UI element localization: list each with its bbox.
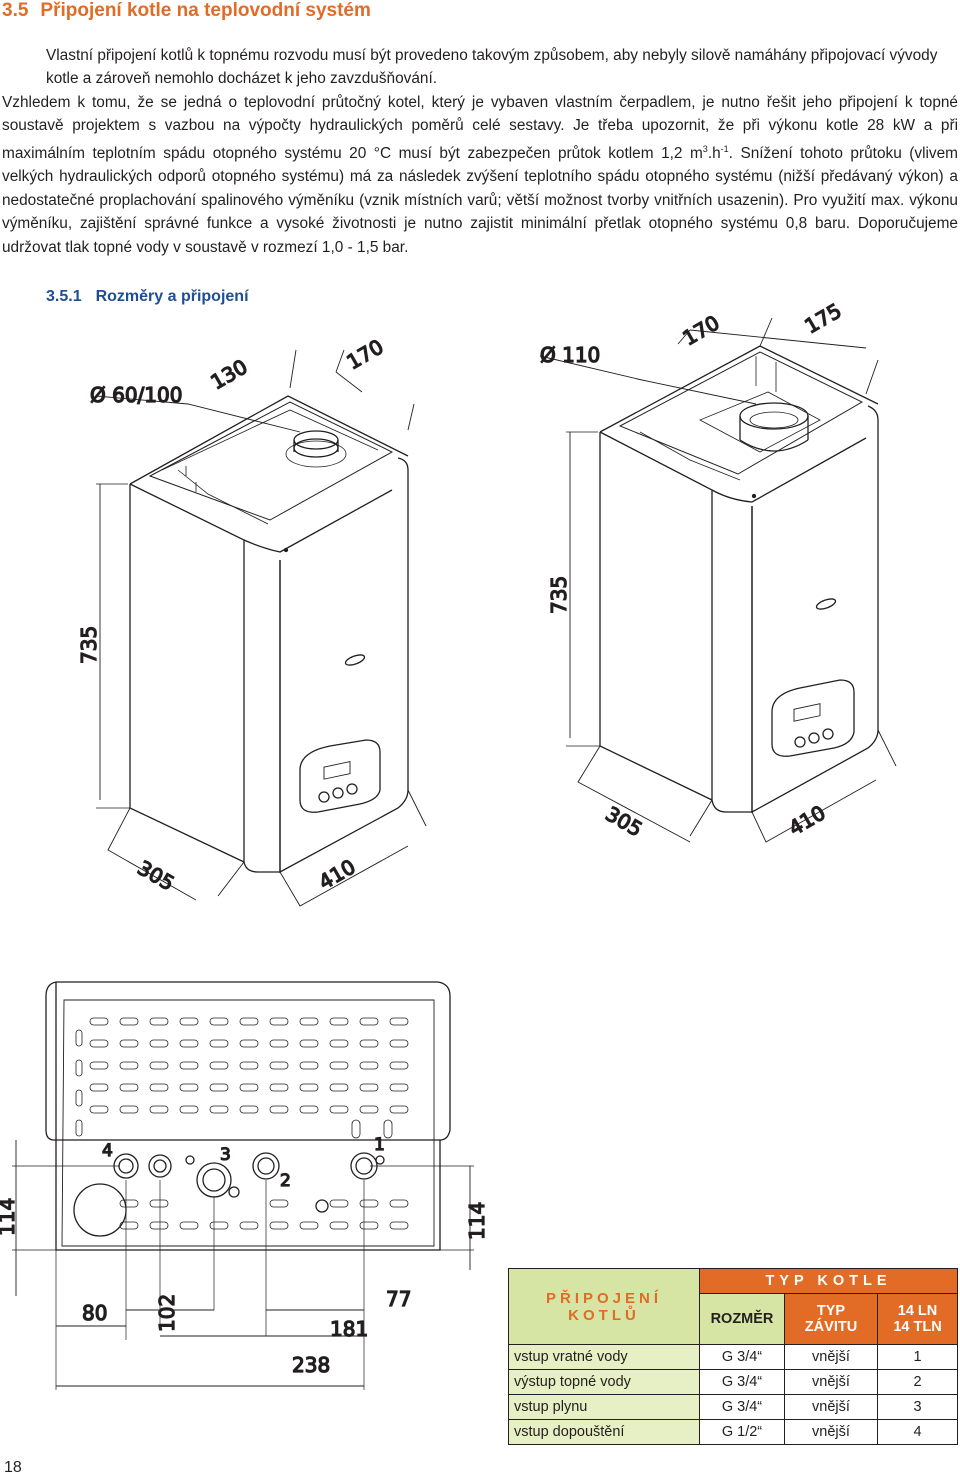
subsection-title: Rozměry a připojení [95,288,249,305]
connection-4-label: 4 [102,1141,113,1161]
row-name: výstup topné vody [508,1369,700,1395]
dim-left-170: 170 [343,334,388,374]
row-size: G 3/4“ [699,1344,785,1370]
row-position: 4 [877,1419,958,1445]
subsection-heading: 3.5.1 Rozměry a připojení [46,288,249,306]
row-name: vstup vratné vody [508,1344,700,1370]
dim-left-flue: Ø 60/100 [90,383,182,407]
row-size: G 1/2“ [699,1419,785,1445]
row-size: G 3/4“ [699,1394,785,1420]
table-row: vstup dopouštění G 1/2“ vnější 4 [508,1419,958,1445]
dim-bottom-114-left: 114 [0,1198,19,1236]
paragraph-2-text-a: Vzhledem k tomu, že se jedná o teplovodn… [2,94,958,162]
dim-right-flue: Ø 110 [540,343,600,367]
subsection-number: 3.5.1 [46,288,82,305]
connection-2-label: 2 [280,1171,291,1191]
connection-1-label: 1 [374,1135,385,1155]
superscript-3: 3 [702,143,708,154]
row-position: 3 [877,1394,958,1420]
boiler-bottom-view [12,981,474,1390]
row-name: vstup dopouštění [508,1419,700,1445]
typ-zavitu-line1: TYP [816,1303,846,1319]
model-line2: 14 TLN [893,1319,942,1335]
dim-bottom-77: 77 [386,1287,411,1311]
dim-bottom-102: 102 [155,1294,179,1332]
row-thread: vnější [784,1394,878,1420]
table-row: vstup vratné vody G 3/4“ vnější 1 [508,1344,958,1370]
row-thread: vnější [784,1419,878,1445]
row-thread: vnější [784,1369,878,1395]
table-row: výstup topné vody G 3/4“ vnější 2 [508,1369,958,1395]
dim-bottom-238: 238 [292,1353,330,1377]
superscript-minus-1: -1 [720,143,729,154]
paragraph-2-unit: .h [707,144,721,162]
table-header-typ-kotle: TYP KOTLE [699,1268,958,1294]
dim-left-depth: 410 [315,854,360,894]
table-header-pripojeni: PŘIPOJENÍ KOTLŮ [508,1268,700,1345]
model-line1: 14 LN [897,1303,938,1319]
paragraph-2: Vzhledem k tomu, že se jedná o teplovodn… [2,91,958,259]
section-number: 3.5 [2,0,29,21]
dim-right-depth: 410 [785,800,830,840]
row-position: 1 [877,1344,958,1370]
dim-right-170: 170 [679,310,724,350]
row-size: G 3/4“ [699,1369,785,1395]
dim-right-height: 735 [547,576,571,614]
boiler-left-drawing [95,349,427,907]
table-row: vstup plynu G 3/4“ vnější 3 [508,1394,958,1420]
typ-zavitu-line2: ZÁVITU [804,1319,858,1335]
dim-right-width: 305 [602,802,647,842]
section-title: Připojení kotle na teplovodní systém [40,0,371,21]
table-header-rozmer: ROZMĚR [699,1293,785,1345]
dim-right-175: 175 [801,298,846,338]
dim-bottom-80: 80 [82,1301,107,1325]
dim-bottom-114-right: 114 [465,1202,489,1240]
row-name: vstup plynu [508,1394,700,1420]
page-number: 18 [4,1459,22,1476]
dim-bottom-181: 181 [330,1317,368,1341]
row-thread: vnější [784,1344,878,1370]
row-position: 2 [877,1369,958,1395]
dim-left-130: 130 [207,354,252,394]
dim-left-height: 735 [77,626,101,664]
boiler-right-drawing [539,317,897,843]
paragraph-1: Vlastní připojení kotlů k topnému rozvod… [46,47,938,88]
paragraph-2-text-b: . Snížení tohoto průtoku (vlivem velkých… [2,144,958,256]
section-heading: 3.5 Připojení kotle na teplovodní systém [2,0,371,22]
connection-3-label: 3 [220,1145,231,1165]
dim-left-width: 305 [134,856,179,896]
